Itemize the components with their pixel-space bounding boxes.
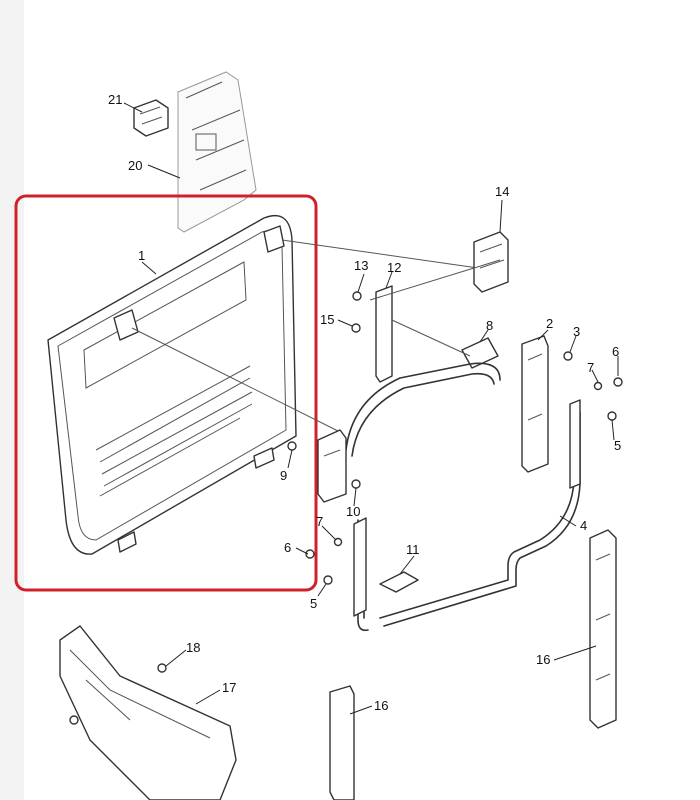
leader-lines (123, 102, 619, 715)
bracket-part-5-upper (569, 399, 581, 489)
highlight-box (14, 194, 318, 592)
callout-1: 1 (138, 248, 145, 263)
callout-labels: 21 20 1 14 13 12 15 8 2 3 7 6 5 9 10 7 6… (108, 92, 621, 713)
callout-10: 10 (346, 504, 360, 519)
door-panel-part-1 (47, 214, 297, 555)
strip-part-16-right (589, 529, 617, 729)
callout-3: 3 (573, 324, 580, 339)
callout-21: 21 (108, 92, 122, 107)
callout-5-upper: 5 (614, 438, 621, 453)
callout-6-upper: 6 (612, 344, 619, 359)
callout-17: 17 (222, 680, 236, 695)
panel-part-20 (177, 71, 257, 233)
callout-2: 2 (546, 316, 553, 331)
callout-16-lower: 16 (374, 698, 388, 713)
callout-13: 13 (354, 258, 368, 273)
callout-11: 11 (406, 542, 420, 557)
callout-9: 9 (280, 468, 287, 483)
callout-7-lower: 7 (316, 514, 323, 529)
callout-18: 18 (186, 640, 200, 655)
callout-7-upper: 7 (587, 360, 594, 375)
callout-15: 15 (320, 312, 334, 327)
hinge-part-12 (369, 259, 501, 383)
frame-part-17 (59, 625, 237, 800)
latch-icon (117, 447, 275, 553)
callout-12: 12 (387, 260, 401, 275)
callout-16-right: 16 (536, 652, 550, 667)
left-margin-strip (0, 0, 24, 800)
hinge-assembly-part-8 (391, 319, 499, 369)
plate-part-11 (379, 571, 419, 593)
bracket-part-5-lower (353, 517, 367, 617)
bracket-part-2 (521, 335, 549, 473)
callout-20: 20 (128, 158, 142, 173)
fastener-icon (69, 291, 623, 725)
clip-part-21 (133, 99, 169, 137)
hinge-icon (113, 225, 285, 341)
callout-8: 8 (486, 318, 493, 333)
callout-4: 4 (580, 518, 587, 533)
callout-6-lower: 6 (284, 540, 291, 555)
callout-5-lower: 5 (310, 596, 317, 611)
callout-14: 14 (495, 184, 509, 199)
bracket-part-14 (473, 231, 509, 293)
hinge-plate-part-10 (317, 429, 347, 503)
strip-part-16-lower (329, 685, 355, 800)
